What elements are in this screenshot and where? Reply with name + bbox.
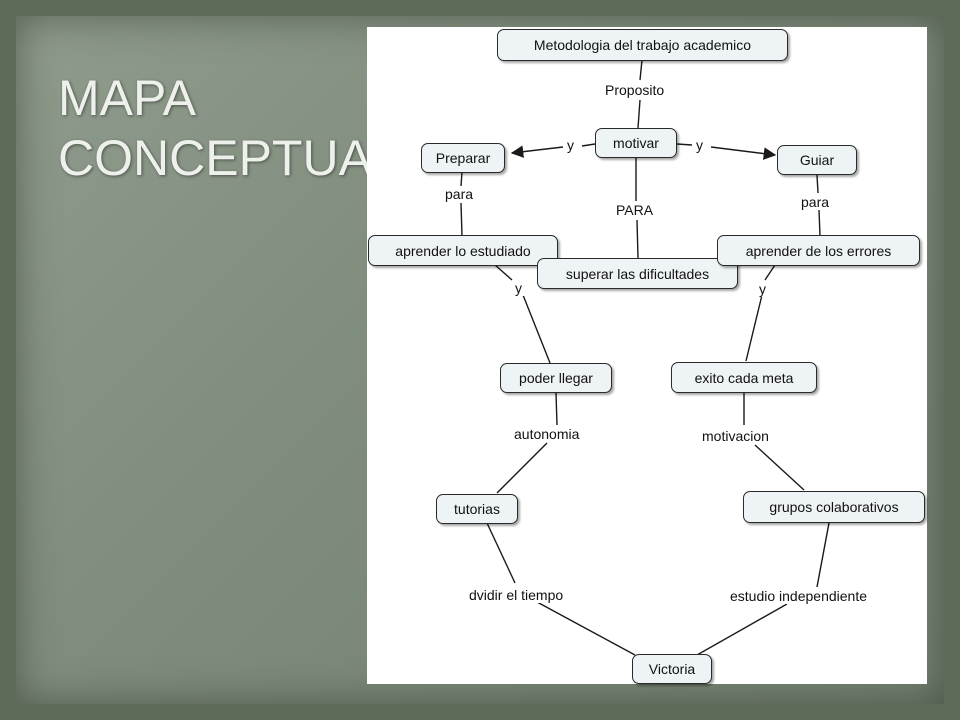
node-metodologia[interactable]: Metodologia del trabajo academico — [497, 29, 788, 61]
link-motivacion: motivacion — [700, 428, 771, 444]
node-guiar[interactable]: Guiar — [777, 145, 857, 175]
link-para-left: para — [443, 186, 476, 202]
node-exito[interactable]: exito cada meta — [671, 362, 817, 393]
node-tutorias[interactable]: tutorias — [436, 494, 518, 524]
node-victoria[interactable]: Victoria — [632, 654, 712, 684]
link-autonomia: autonomia — [512, 426, 582, 442]
node-preparar[interactable]: Preparar — [421, 143, 505, 173]
node-motivar[interactable]: motivar — [595, 128, 677, 158]
link-para-right: para — [799, 194, 832, 210]
node-poder-llegar[interactable]: poder llegar — [500, 363, 612, 393]
title-line-2: CONCEPTUAL — [58, 130, 400, 186]
link-para-center: PARA — [614, 202, 656, 218]
link-y-left: y — [565, 137, 576, 153]
link-proposito: Proposito — [603, 82, 667, 98]
link-y-right: y — [694, 137, 705, 153]
slide-title: MAPA CONCEPTUAL — [58, 68, 400, 188]
concept-map: Metodologia del trabajo academico motiva… — [367, 27, 927, 684]
node-superar[interactable]: superar las dificultades — [537, 258, 738, 289]
link-y-lower-right: y — [757, 281, 768, 297]
link-estudio-independiente: estudio independiente — [728, 588, 870, 604]
title-line-1: MAPA — [58, 70, 196, 126]
node-aprender-estudiado[interactable]: aprender lo estudiado — [368, 235, 558, 266]
node-aprender-errores[interactable]: aprender de los errores — [717, 235, 920, 266]
link-dividir-tiempo: dvidir el tiempo — [467, 587, 566, 603]
link-y-lower-left: y — [513, 280, 524, 296]
node-grupos[interactable]: grupos colaborativos — [743, 491, 925, 523]
connector-lines — [460, 59, 830, 656]
